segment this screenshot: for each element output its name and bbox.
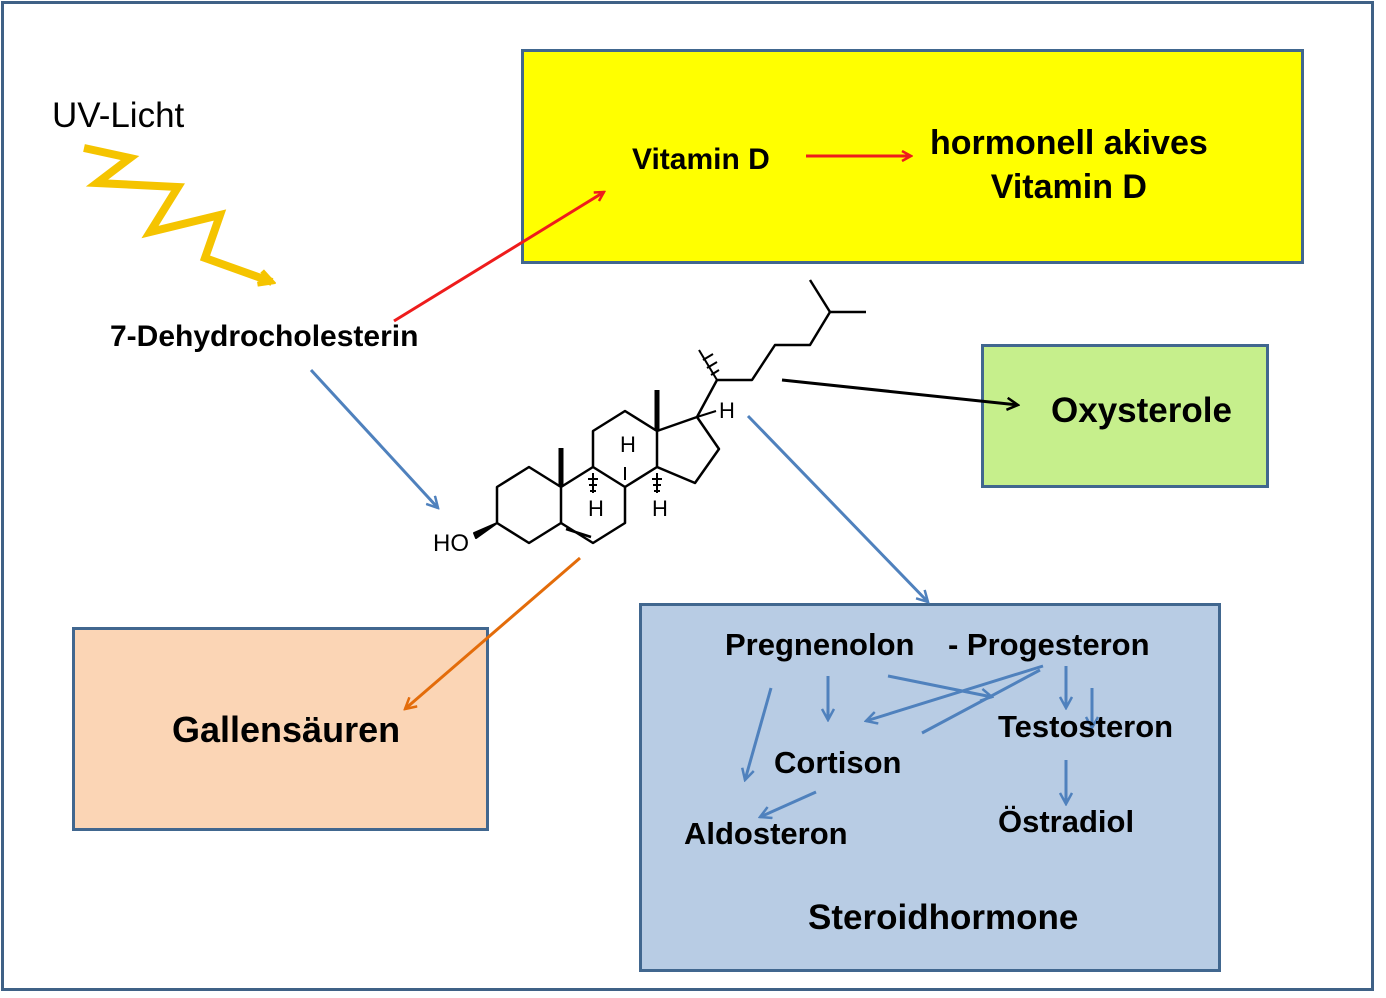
active-vitamin-d-line2: Vitamin D bbox=[990, 168, 1147, 206]
testosterone-label: Testosteron bbox=[998, 709, 1174, 744]
pregnenolone-label: Pregnenolon bbox=[725, 627, 915, 662]
oxysterol-label: Oxysterole bbox=[1051, 391, 1232, 430]
active-vitamin-d-label: hormonell akives Vitamin D bbox=[930, 121, 1208, 209]
hydrogen-label-c9: H bbox=[588, 496, 604, 521]
arrow-to-cholesterol bbox=[309, 368, 438, 508]
steroid-pathway-arrows bbox=[745, 664, 1092, 817]
active-vitamin-d-line1: hormonell akives bbox=[930, 124, 1208, 162]
steroid-hormones-label: Steroidhormone bbox=[808, 898, 1079, 937]
hydrogen-label-c8: H bbox=[620, 432, 636, 457]
cortisone-label: Cortison bbox=[774, 745, 902, 780]
arrow-to-vitamin-d bbox=[393, 192, 604, 323]
progesterone-label: - Progesteron bbox=[948, 627, 1150, 662]
hydroxyl-group-label: HO bbox=[433, 530, 469, 557]
uv-light-label: UV-Licht bbox=[52, 96, 185, 135]
bile-acid-label: Gallensäuren bbox=[172, 709, 401, 750]
cholesterol-structure bbox=[473, 279, 866, 545]
uv-light-arrow bbox=[83, 144, 272, 282]
oxysterol-box bbox=[981, 344, 1269, 488]
hydrogen-label-c14: H bbox=[652, 496, 668, 521]
arrow-to-steroid-hormones bbox=[746, 414, 928, 602]
steroid-hormone-box bbox=[639, 603, 1221, 972]
hydrogen-label-c17: H bbox=[719, 398, 735, 423]
arrow-to-bile-acids bbox=[405, 556, 581, 709]
bile-acid-box bbox=[72, 627, 489, 831]
arrow-to-oxysterols bbox=[781, 378, 1018, 405]
vitamin-d-label: Vitamin D bbox=[632, 143, 770, 176]
aldosterone-label: Aldosteron bbox=[684, 816, 848, 851]
estradiol-label: Östradiol bbox=[998, 804, 1135, 839]
dehydrocholesterol-label: 7-Dehydrocholesterin bbox=[110, 320, 419, 353]
